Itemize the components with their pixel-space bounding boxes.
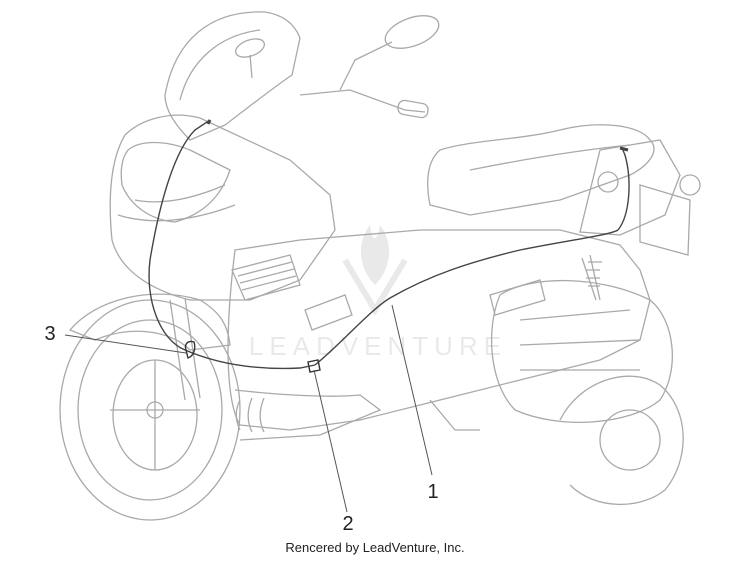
cable-run-front <box>148 119 316 370</box>
front-wheel <box>59 299 241 521</box>
engine <box>491 279 673 423</box>
footer-credit: Rencered by LeadVenture, Inc. <box>285 540 465 555</box>
front-fairing <box>109 114 336 301</box>
rear-fairing <box>579 139 681 236</box>
front-fork <box>169 297 201 401</box>
callout-3: 3 <box>44 323 55 345</box>
license-plate <box>639 184 691 256</box>
cable-end-rear <box>619 146 629 152</box>
cable-run-mid <box>314 229 619 366</box>
lower-vent <box>235 397 265 433</box>
seat <box>427 124 655 216</box>
leader-lines <box>64 304 433 513</box>
callout-2: 2 <box>342 513 353 535</box>
scooter-outline <box>59 11 701 521</box>
vent-grille <box>231 254 301 301</box>
headlight <box>120 141 231 223</box>
clip-3 <box>184 340 196 359</box>
rear-shock <box>581 254 602 301</box>
cable-run-rear <box>617 147 630 231</box>
watermark-text: LEADVENTURE <box>249 331 507 361</box>
rear-wheel <box>559 375 684 506</box>
cable <box>148 119 630 370</box>
leader-3 <box>64 334 187 354</box>
handlebar <box>299 89 426 113</box>
front-fender <box>68 293 231 351</box>
mirror-right <box>339 15 440 91</box>
callouts: 1 2 3 <box>44 323 438 535</box>
watermark: LEADVENTURE <box>249 225 507 361</box>
callout-1: 1 <box>427 481 438 503</box>
leader-2 <box>313 369 348 513</box>
clip-2 <box>307 359 321 373</box>
side-panel <box>227 229 651 431</box>
leader-1 <box>391 304 433 476</box>
mirror-left <box>234 38 266 79</box>
windscreen <box>164 11 301 141</box>
